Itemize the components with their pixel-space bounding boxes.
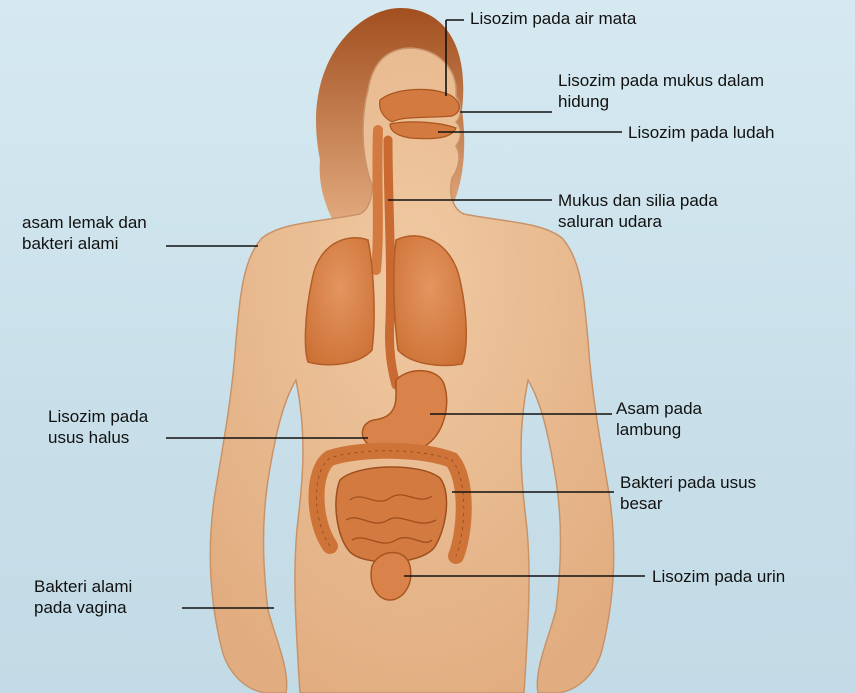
label-stomach: Asam pada lambung <box>616 399 702 439</box>
oral-cavity <box>389 121 457 140</box>
label-airway: Mukus dan silia pada saluran udara <box>558 191 718 231</box>
bladder <box>370 551 412 601</box>
small-intestine <box>335 466 448 563</box>
small-intestine-coils <box>345 494 437 544</box>
label-small-intestine: Lisozim pada usus halus <box>48 407 149 447</box>
label-skin: asam lemak dan bakteri alami <box>22 213 147 253</box>
body-silhouette <box>209 47 615 693</box>
left-lung <box>304 237 375 366</box>
nasal-cavity <box>379 88 460 123</box>
right-lung <box>393 235 467 367</box>
label-nose-mucus: Lisozim pada mukus dalam hidung <box>558 71 764 111</box>
label-large-intestine: Bakteri pada usus besar <box>620 473 757 513</box>
label-urine: Lisozim pada urin <box>652 567 786 586</box>
label-vagina: Bakteri alami pada vagina <box>34 577 133 617</box>
label-saliva: Lisozim pada ludah <box>628 123 775 142</box>
label-tears: Lisozim pada air mata <box>470 9 637 28</box>
trachea <box>371 125 383 275</box>
large-intestine-outline <box>316 450 465 557</box>
leader-lines <box>166 19 645 609</box>
esophagus <box>383 135 401 390</box>
